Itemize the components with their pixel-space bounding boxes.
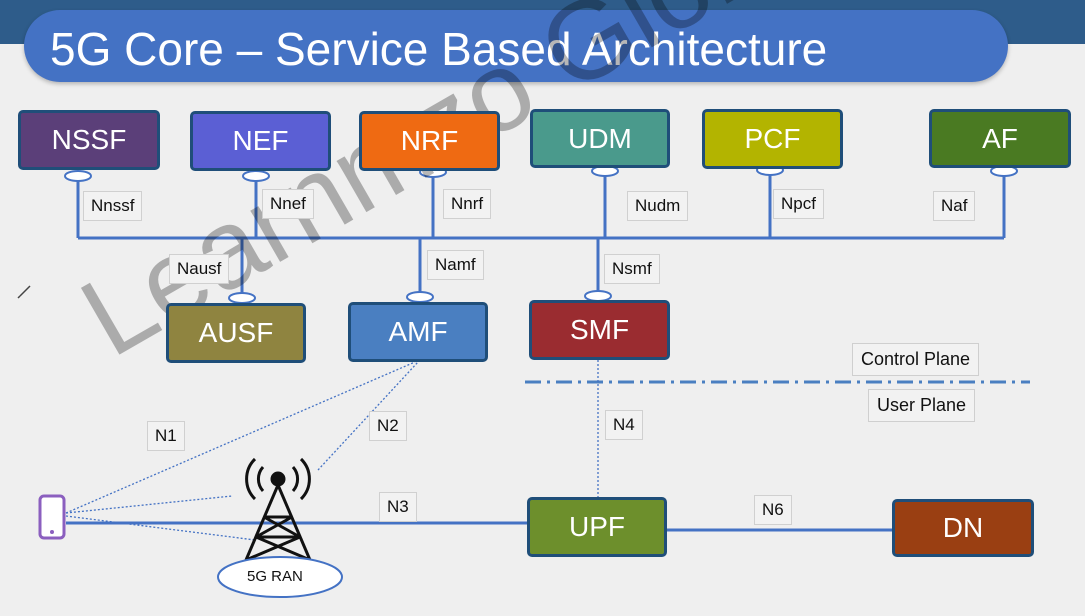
ran-ellipse bbox=[217, 556, 343, 598]
n2-label: N2 bbox=[369, 411, 407, 441]
nrf-box[interactable]: NRF bbox=[359, 111, 500, 171]
upf-box[interactable]: UPF bbox=[527, 497, 667, 557]
udm-box[interactable]: UDM bbox=[530, 109, 670, 168]
slide-title: 5G Core – Service Based Architecture bbox=[50, 23, 828, 75]
control-plane-label: Control Plane bbox=[852, 343, 980, 376]
title-banner bbox=[24, 10, 1008, 82]
n4-label: N4 bbox=[605, 410, 643, 440]
ue-ran-link-2 bbox=[65, 515, 256, 541]
naf-label: Naf bbox=[933, 191, 976, 221]
pcf-box[interactable]: PCF bbox=[702, 109, 843, 169]
af-box[interactable]: AF bbox=[929, 109, 1071, 168]
nnef-label: Nnef bbox=[262, 189, 314, 219]
nsmf-label: Nsmf bbox=[604, 254, 660, 284]
ran-label: 5G RAN bbox=[247, 568, 303, 585]
n2-link bbox=[317, 361, 419, 471]
nef-box[interactable]: NEF bbox=[190, 111, 331, 171]
amf-sbi-port bbox=[406, 291, 434, 303]
nudm-label: Nudm bbox=[627, 191, 689, 221]
n6-label: N6 bbox=[754, 495, 792, 525]
nssf-box[interactable]: NSSF bbox=[18, 110, 160, 170]
npcf-label: Npcf bbox=[773, 189, 824, 219]
ausf-box[interactable]: AUSF bbox=[166, 303, 306, 363]
user-plane-label: User Plane bbox=[868, 389, 976, 422]
nausf-label: Nausf bbox=[169, 254, 230, 284]
nssf-sbi-port bbox=[64, 170, 92, 182]
nef-sbi-port bbox=[242, 170, 270, 182]
nnrf-label: Nnrf bbox=[443, 189, 492, 219]
phone-icon bbox=[38, 494, 66, 540]
n1-link bbox=[65, 361, 416, 514]
n1-label: N1 bbox=[147, 421, 185, 451]
tower-icon bbox=[244, 457, 312, 562]
nnssf-label: Nnssf bbox=[83, 191, 143, 221]
n3-label: N3 bbox=[379, 492, 417, 522]
dn-box[interactable]: DN bbox=[892, 499, 1034, 557]
ausf-sbi-port bbox=[228, 292, 256, 304]
amf-box[interactable]: AMF bbox=[348, 302, 488, 362]
pencil-icon bbox=[17, 285, 31, 299]
namf-label: Namf bbox=[427, 250, 484, 280]
ue-ran-link-1 bbox=[65, 495, 233, 514]
smf-box[interactable]: SMF bbox=[529, 300, 670, 360]
